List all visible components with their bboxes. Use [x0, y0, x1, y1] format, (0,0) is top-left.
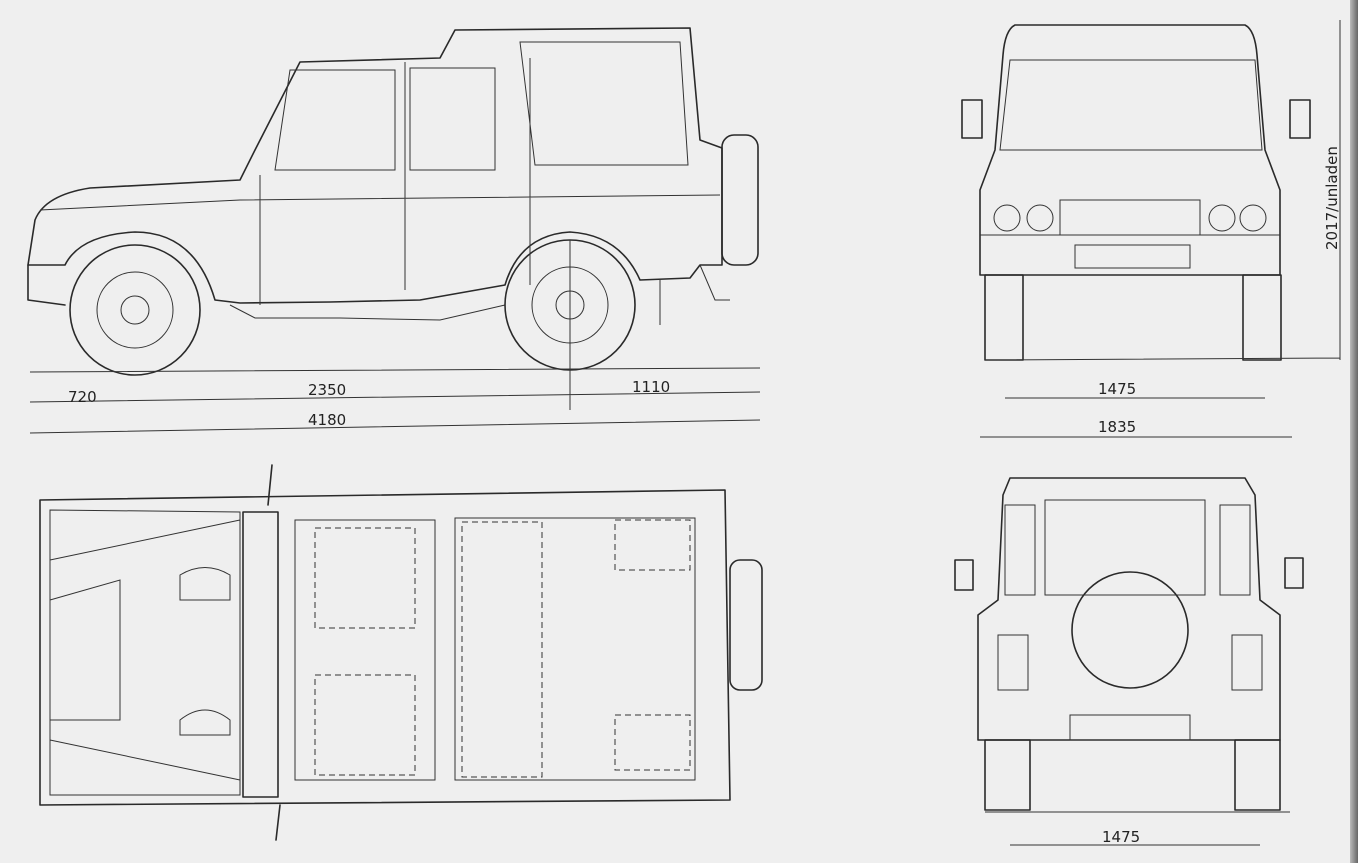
headlamp [993, 204, 1021, 232]
dim-overall-width: 1835 [1098, 418, 1136, 436]
dimension-lines [985, 811, 1290, 846]
mirror [954, 559, 974, 591]
headlamp [1239, 204, 1267, 232]
spare-tyre [721, 134, 759, 266]
mirrors [267, 464, 281, 841]
headlamp [1208, 204, 1236, 232]
mirror [1289, 99, 1311, 139]
top-view [39, 464, 763, 841]
side-view [27, 27, 761, 434]
mirror [1284, 557, 1304, 589]
dimension-lines [980, 20, 1341, 438]
dim-height: 2017/unladen [1323, 146, 1341, 250]
front-view [961, 20, 1341, 438]
dimension-lines [29, 240, 761, 434]
mirror [961, 99, 983, 139]
tail-lamp [1231, 634, 1263, 691]
front-wheel [69, 244, 201, 376]
rear-view [954, 477, 1304, 846]
spare-tyre [1071, 571, 1189, 689]
dim-wheelbase: 2350 [308, 381, 346, 399]
dim-rear-track: 1475 [1102, 828, 1140, 846]
headlamp [1026, 204, 1054, 232]
dim-front-overhang: 720 [68, 388, 97, 406]
tail-lamp [997, 634, 1029, 691]
dim-front-track: 1475 [1098, 380, 1136, 398]
spare-tyre [729, 559, 763, 691]
dim-rear-overhang: 1110 [632, 378, 670, 396]
windshield-frame [242, 511, 279, 798]
dim-overall-length: 4180 [308, 411, 346, 429]
